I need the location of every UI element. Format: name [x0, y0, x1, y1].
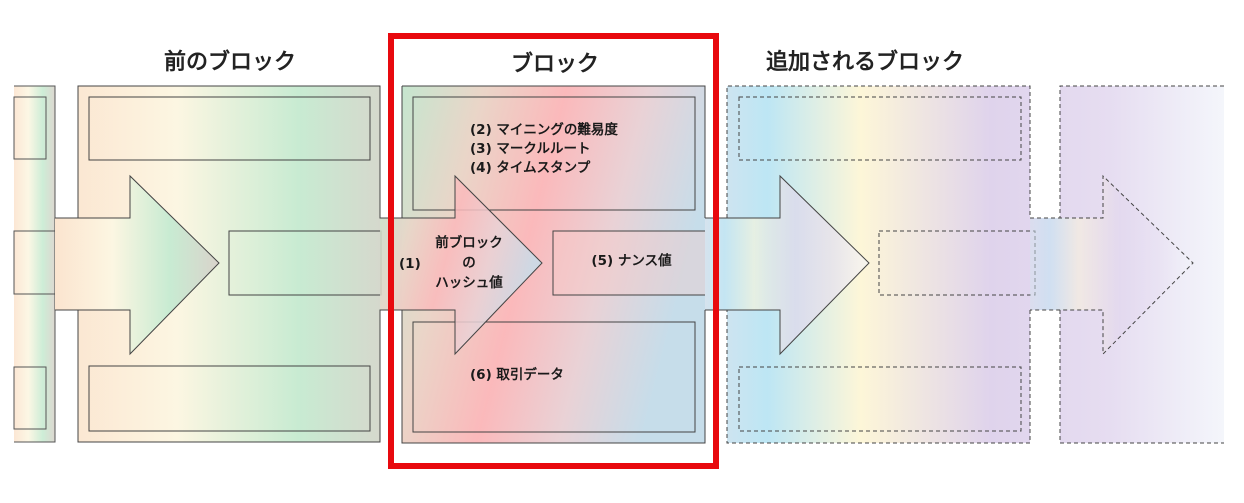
field-prev-hash-line3: ハッシュ値 — [435, 275, 503, 291]
heading-added-block: 追加されるブロック — [765, 50, 964, 75]
current-block — [380, 85, 711, 444]
previous-block — [54, 85, 404, 443]
added-block — [705, 85, 1224, 444]
field-prev-hash-marker: (1) — [399, 256, 421, 272]
field-nonce: (5) ナンス値 — [591, 253, 672, 269]
field-difficulty: (2) マイニングの難易度 — [470, 122, 618, 138]
field-timestamp: (4) タイムスタンプ — [470, 160, 591, 176]
heading-previous-block: 前のブロック — [163, 50, 296, 75]
heading-block: ブロック — [510, 52, 599, 77]
field-prev-hash-line1: 前ブロック — [435, 235, 503, 251]
field-transactions: (6) 取引データ — [470, 367, 564, 383]
field-merkle-root: (3) マークルルート — [470, 141, 591, 157]
leftmost-partial-block — [13, 85, 62, 443]
highlight-frame — [388, 33, 719, 469]
field-prev-hash-line2: の — [462, 255, 476, 271]
